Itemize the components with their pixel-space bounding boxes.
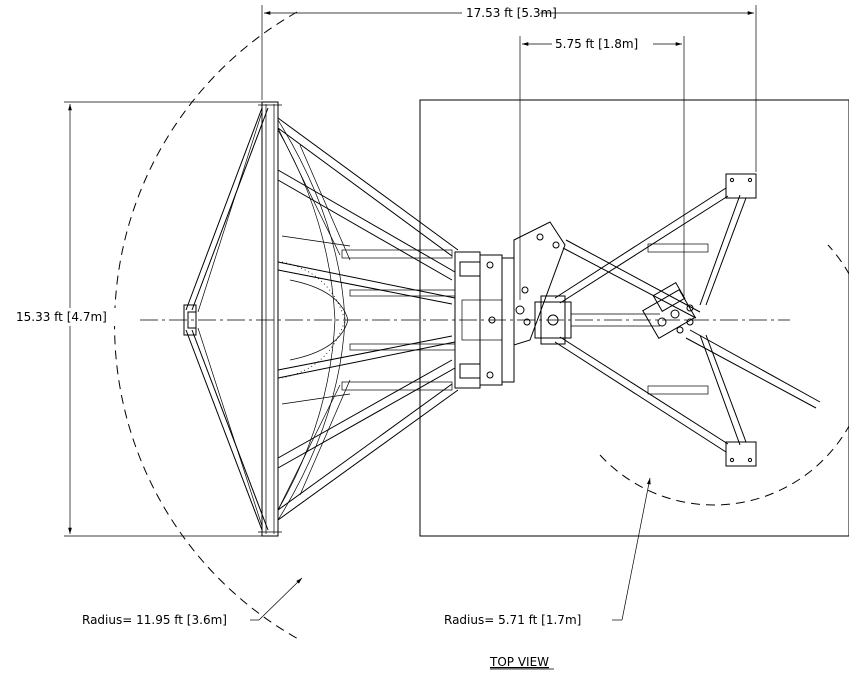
pivot-offset-label: 5.75 ft [1.8m] [555, 37, 638, 51]
elevation-drive-gearbox [642, 282, 696, 340]
yoke-bracket-plate [513, 221, 566, 346]
overall-width-label: 17.53 ft [5.3m] [466, 6, 557, 20]
counterweight-radius-callout: Radius= 5.71 ft [1.7m] [444, 477, 651, 627]
reflector-radius-label: Radius= 11.95 ft [3.6m] [82, 613, 227, 627]
counterweight-radius-label: Radius= 5.71 ft [1.7m] [444, 613, 581, 627]
base-footprint-outline [419, 99, 849, 537]
reflector-truss-frame [277, 117, 459, 521]
reflector-back-frame [258, 101, 282, 537]
reflector-height-dimension: 15.33 ft [4.7m] [14, 104, 130, 534]
azimuth-bearing [534, 295, 660, 345]
pivot-offset-dimension: 5.75 ft [1.8m] [522, 37, 682, 51]
overall-width-dimension: 17.53 ft [5.3m] [264, 6, 754, 20]
counterweight-swing-radius-arc [599, 244, 849, 506]
pedestal-frame [554, 173, 821, 467]
view-title: TOP VIEW [489, 655, 549, 669]
reflector-dish [277, 119, 349, 521]
reflector-height-label: 15.33 ft [4.7m] [16, 310, 107, 324]
reflector-radius-callout: Radius= 11.95 ft [3.6m] [82, 577, 303, 627]
feed-support-struts [183, 107, 269, 531]
reflector-swing-radius-arc [114, 11, 301, 641]
